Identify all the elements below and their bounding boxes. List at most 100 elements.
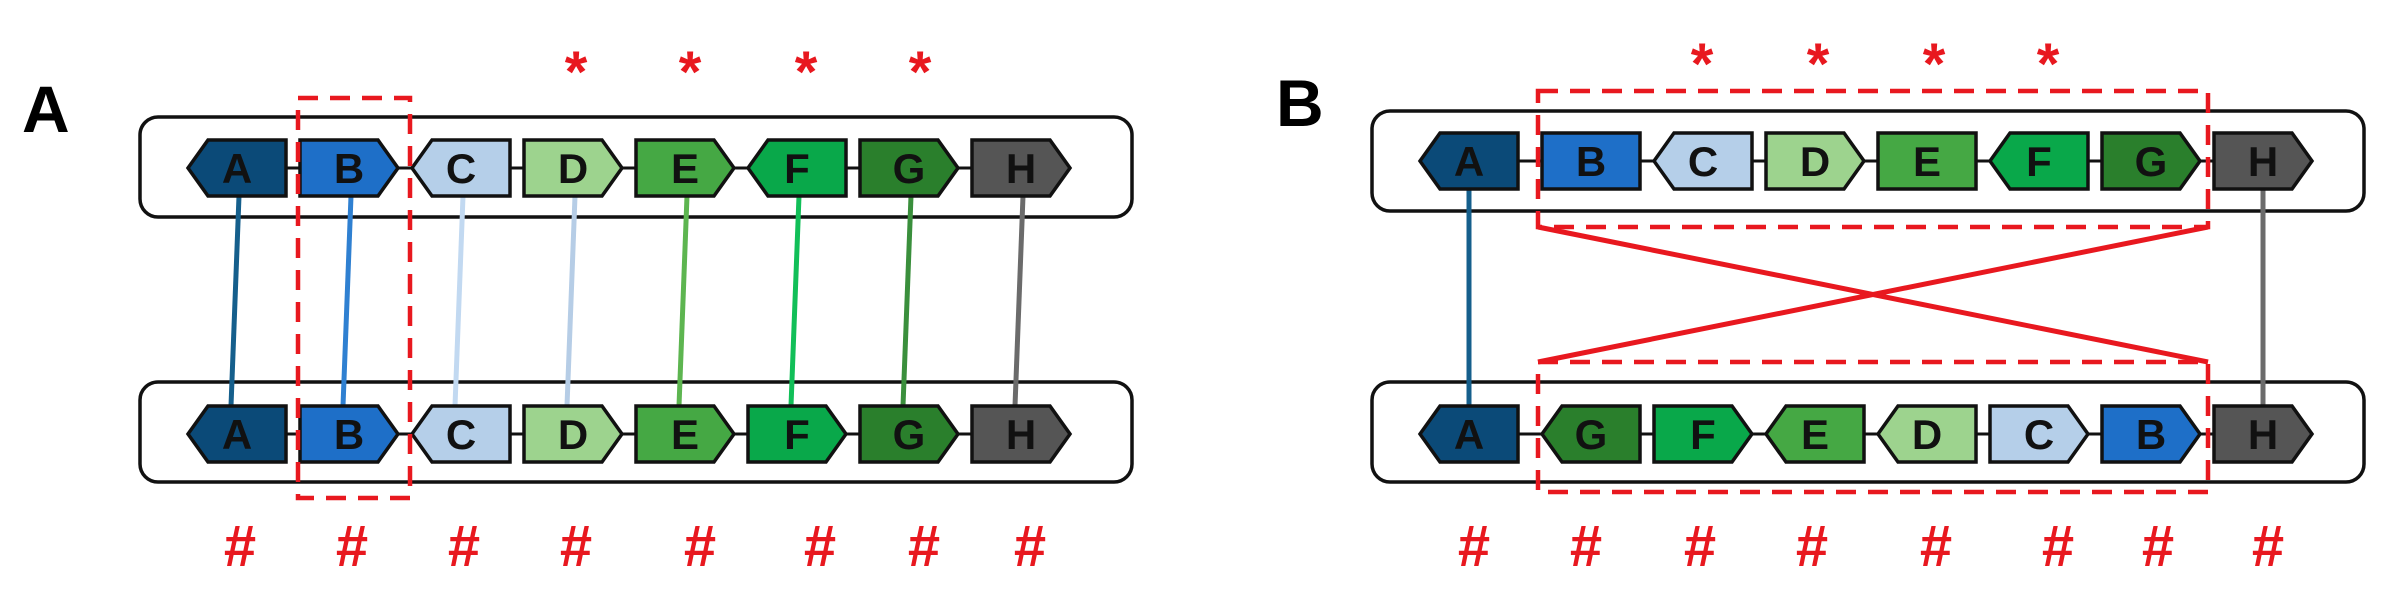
- gene-arrow: [522, 404, 625, 464]
- asterisk-mark: *: [679, 40, 702, 105]
- gene-arrow: [858, 404, 961, 464]
- gene-arrow: [1763, 404, 1866, 464]
- gene-label: E: [671, 145, 699, 192]
- gene-label: D: [1800, 138, 1830, 185]
- gene-label: C: [2024, 411, 2054, 458]
- hash-mark: #: [2252, 514, 2284, 579]
- hash-mark: #: [448, 514, 480, 579]
- gene-label: H: [1006, 411, 1036, 458]
- gene-arrow: [1988, 404, 2091, 464]
- panel-b-inversion-cross-line: [1537, 224, 2209, 365]
- gene-label: H: [1006, 145, 1036, 192]
- hash-mark: #: [684, 514, 716, 579]
- gene-label: C: [1688, 138, 1718, 185]
- gene-arrow: [858, 138, 961, 198]
- gene-arrow: [2212, 404, 2315, 464]
- gene-label: D: [558, 145, 588, 192]
- homology-link: [340, 195, 354, 407]
- hash-mark: #: [1920, 514, 1952, 579]
- gene-arrow: [1417, 404, 1520, 464]
- hash-mark: #: [804, 514, 836, 579]
- gene-arrow: [409, 138, 512, 198]
- homology-link: [676, 195, 690, 407]
- hash-mark: #: [1796, 514, 1828, 579]
- asterisk-mark: *: [909, 40, 932, 105]
- asterisk-mark: *: [1691, 32, 1714, 97]
- homology-link: [900, 195, 914, 407]
- gene-arrow: [2100, 131, 2203, 191]
- gene-label: A: [1454, 138, 1484, 185]
- gene-label: F: [1690, 411, 1716, 458]
- homology-link: [452, 195, 466, 407]
- gene-label: G: [893, 411, 926, 458]
- gene-label: B: [334, 145, 364, 192]
- panel-b-top-inversion-box: [1535, 88, 2211, 230]
- gene-label: E: [1801, 411, 1829, 458]
- asterisk-mark: *: [795, 40, 818, 105]
- panel-b-label: B: [1276, 66, 1324, 140]
- gene-label: C: [446, 411, 476, 458]
- asterisk-mark: *: [565, 40, 588, 105]
- gene-arrow: [634, 138, 737, 198]
- gene-label: A: [222, 411, 252, 458]
- hash-mark: #: [1014, 514, 1046, 579]
- gene-arrow: [1652, 404, 1755, 464]
- asterisk-mark: *: [2037, 32, 2060, 97]
- hash-mark: #: [560, 514, 592, 579]
- gene-arrow: [1875, 404, 1978, 464]
- hash-mark: #: [1570, 514, 1602, 579]
- asterisk-mark: *: [1807, 32, 1830, 97]
- asterisk-mark: *: [1923, 32, 1946, 97]
- gene-arrow: [1417, 131, 1520, 191]
- gene-label: G: [2135, 138, 2168, 185]
- gene-arrow: [2100, 404, 2203, 464]
- homology-link: [228, 195, 242, 407]
- gene-arrow: [970, 404, 1073, 464]
- gene-label: H: [2248, 411, 2278, 458]
- hash-mark: #: [1684, 514, 1716, 579]
- gene-label: F: [784, 145, 810, 192]
- gene-label: A: [1454, 411, 1484, 458]
- gene-arrow: [746, 404, 849, 464]
- gene-arrow: [1651, 131, 1754, 191]
- gene-label: A: [222, 145, 252, 192]
- gene-arrow: [1876, 131, 1978, 191]
- hash-mark: #: [2142, 514, 2174, 579]
- hash-mark: #: [908, 514, 940, 579]
- gene-arrow: [745, 138, 848, 198]
- gene-arrow: [185, 138, 288, 198]
- gene-arrow: [1764, 131, 1867, 191]
- hash-mark: #: [1458, 514, 1490, 579]
- gene-arrow: [2212, 131, 2315, 191]
- homology-link: [1012, 195, 1026, 407]
- gene-arrow: [1540, 131, 1642, 191]
- gene-arrow: [298, 404, 401, 464]
- hash-mark: #: [336, 514, 368, 579]
- gene-label: E: [1913, 138, 1941, 185]
- gene-label: F: [784, 411, 810, 458]
- gene-label: C: [446, 145, 476, 192]
- gene-label: D: [1912, 411, 1942, 458]
- gene-label: G: [893, 145, 926, 192]
- gene-label: F: [2026, 138, 2052, 185]
- hash-mark: #: [2042, 514, 2074, 579]
- gene-label: G: [1575, 411, 1608, 458]
- gene-arrow: [970, 138, 1073, 198]
- gene-arrow: [634, 404, 737, 464]
- gene-arrow: [185, 404, 288, 464]
- gene-arrow: [1987, 131, 2090, 191]
- hash-mark: #: [224, 514, 256, 579]
- panel-b-bottom-inversion-box: [1535, 359, 2211, 495]
- gene-label: B: [1576, 138, 1606, 185]
- gene-arrow: [522, 138, 625, 198]
- gene-arrow: [1539, 404, 1642, 464]
- gene-arrow: [409, 404, 512, 464]
- gene-label: B: [334, 411, 364, 458]
- homology-link: [788, 195, 802, 407]
- gene-label: B: [2136, 411, 2166, 458]
- gene-label: E: [671, 411, 699, 458]
